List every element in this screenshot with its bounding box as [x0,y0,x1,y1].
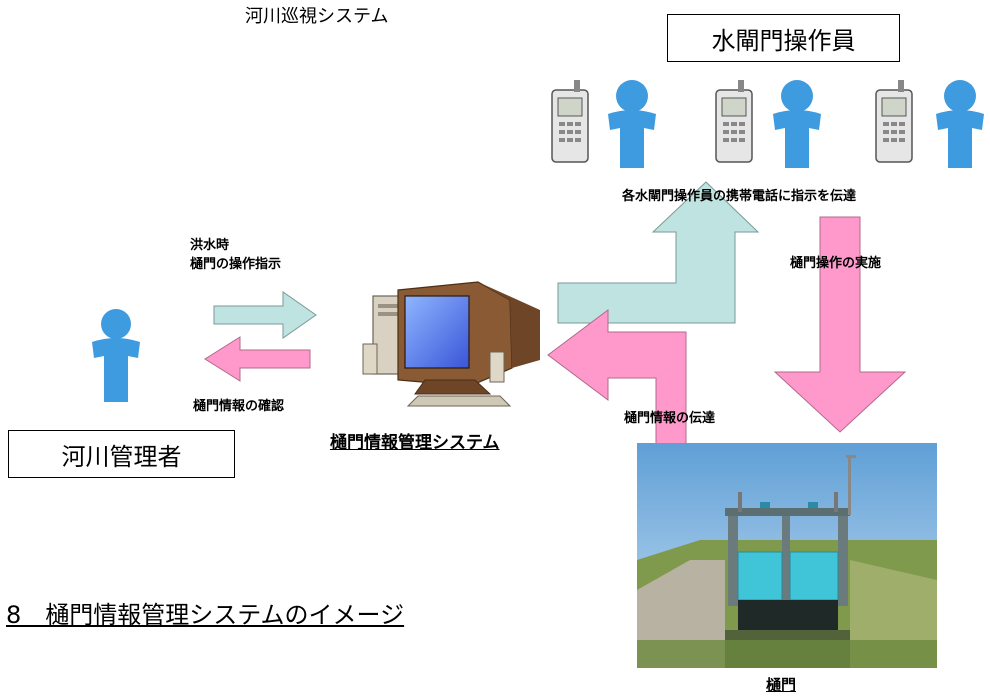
mobile-phone-icon [875,80,913,163]
transmit-info-arrow [547,309,687,473]
mobile-phone-icon [715,80,753,163]
sluice-operators-label: 水閘門操作員 [711,26,856,55]
confirm-info-label: 樋門情報の確認 [193,399,285,414]
river-patrol-system-title: 河川巡視システム [245,6,389,27]
person-icon [773,80,821,168]
person-icon [608,80,656,168]
computer-icon [362,281,540,407]
person-icon [936,80,984,168]
sluice-gate-photo [637,443,937,668]
sluice-info-system-label: 樋門情報管理システム [330,433,500,453]
implement-operation-arrow [773,216,907,433]
relay-instruction-arrow [557,181,760,324]
confirm-info-arrow [204,336,311,382]
transmit-info-label: 樋門情報の伝達 [624,411,716,426]
figure-caption: 8 樋門情報管理システムのイメージ [6,601,405,629]
implement-operation-label: 樋門操作の実施 [790,256,882,271]
operation-instruction-arrow [213,291,317,339]
person-icon [92,309,140,402]
sluice-gate-label: 樋門 [766,676,797,694]
mobile-phone-icon [551,80,589,163]
flood-time-label: 洪水時 [190,238,230,253]
relay-to-phones-label: 各水閘門操作員の携帯電話に指示を伝達 [622,189,857,204]
river-manager-label: 河川管理者 [61,442,182,471]
river-manager-box: 河川管理者 [8,430,235,478]
sluice-operators-box: 水閘門操作員 [667,14,900,62]
operation-instruction-label: 樋門の操作指示 [190,257,282,272]
